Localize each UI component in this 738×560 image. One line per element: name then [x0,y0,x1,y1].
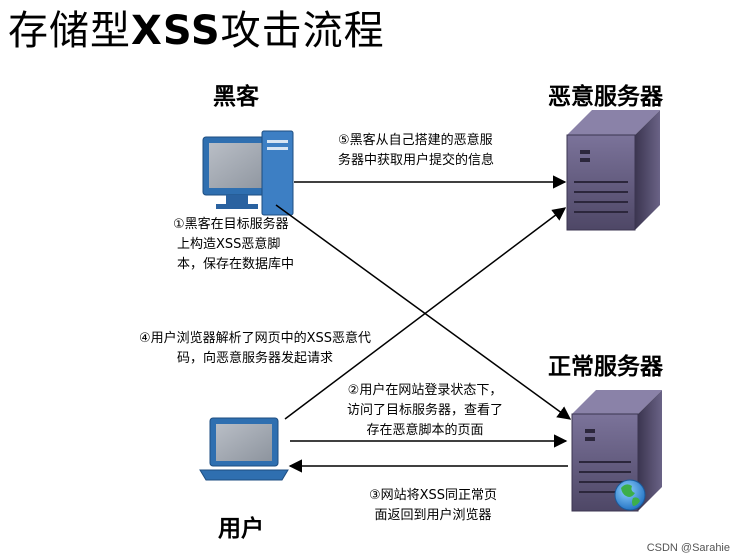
step5-text: ⑤黑客从自己搭建的恶意服 务器中获取用户提交的信息 [338,131,494,171]
step5-line1: ⑤黑客从自己搭建的恶意服 [338,133,493,148]
arrow-step1 [275,204,572,420]
globe-icon [614,479,646,511]
title-suffix: 攻击流程 [220,8,385,54]
step1-text: ①黑客在目标服务器 上构造XSS恶意脚 本，保存在数据库中 [173,215,294,275]
step4-line1: ④用户浏览器解析了网页中的XSS恶意代 [138,331,372,346]
step3-line2: 面返回到用户浏览器 [374,508,492,523]
watermark: CSDN @Sarahie [646,542,730,554]
hacker-label: 黑客 [213,84,259,110]
step1-line1: ①黑客在目标服务器 [173,217,289,232]
step1-line3: 本，保存在数据库中 [177,257,295,272]
step3-text: ③网站将XSS同正常页 面返回到用户浏览器 [338,486,528,526]
malicious-server-icon [566,110,660,231]
user-laptop-icon [199,417,289,481]
step1-line2: 上构造XSS恶意脚 [177,237,281,252]
hacker-computer-icon [202,130,294,216]
step2-line1: ②用户在网站登录状态下， [347,383,503,398]
step3-line1: ③网站将XSS同正常页 [368,488,498,503]
title-xss: XSS [131,8,221,54]
step2-text: ②用户在网站登录状态下， 访问了目标服务器，查看了 存在恶意脚本的页面 [320,381,530,441]
step5-line2: 务器中获取用户提交的信息 [338,153,495,168]
page-title: 存储型XSS攻击流程 [8,6,385,56]
title-prefix: 存储型 [8,8,131,54]
arrow-step4 [284,207,567,420]
step2-line2: 访问了目标服务器，查看了 [346,403,503,418]
normal-server-label: 正常服务器 [548,354,663,380]
step2-line3: 存在恶意脚本的页面 [366,423,484,438]
user-label: 用户 [218,516,264,542]
malicious-server-label: 恶意服务器 [548,84,663,110]
step4-text: ④用户浏览器解析了网页中的XSS恶意代 码，向恶意服务器发起请求 [120,329,390,369]
step4-line2: 码，向恶意服务器发起请求 [176,351,333,366]
